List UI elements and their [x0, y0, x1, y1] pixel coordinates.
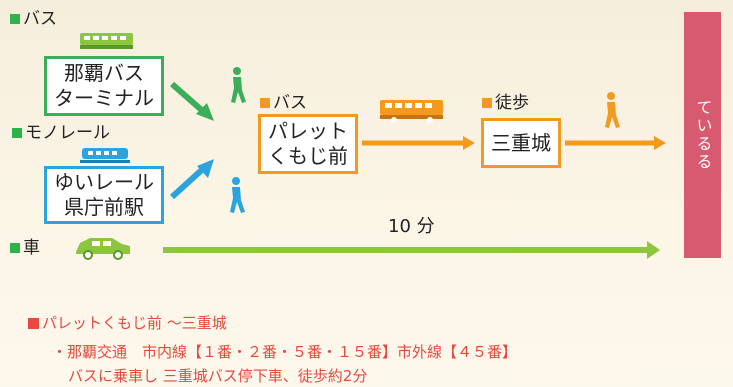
walker-icon	[605, 92, 620, 128]
monorail-station-line2: 県庁前駅	[64, 195, 144, 219]
monorail-station-line1: ゆいレール	[54, 170, 154, 194]
diagonal-arrow-green	[170, 81, 214, 121]
destination-text: 三重城	[491, 130, 551, 155]
walk-step-label: 徒歩	[482, 93, 529, 113]
red-square-icon	[28, 318, 39, 329]
notes-heading-text: パレットくもじ前 〜三重城	[42, 314, 227, 332]
orange-square-icon	[482, 98, 492, 108]
green-bus-icon	[80, 33, 133, 49]
monorail-station-box: ゆいレール 県庁前駅	[44, 166, 164, 224]
bus-stop-line2: くもじ前	[268, 144, 348, 168]
blue-monorail-icon	[80, 148, 130, 163]
bus-legend-label: バス	[23, 9, 57, 29]
car-legend: 車	[10, 238, 40, 258]
side-banner: ているる	[684, 12, 721, 258]
bus-terminal-line1: 那覇バス	[64, 61, 144, 85]
walker-icon	[230, 177, 245, 213]
notes-line2: バスに乗車し 三重城バス停下車、徒歩約2分	[68, 367, 368, 385]
bus-terminal-line2: ターミナル	[54, 86, 154, 110]
monorail-legend-label: モノレール	[25, 123, 110, 143]
orange-bus-icon	[380, 100, 443, 123]
arrow-icon	[163, 241, 660, 259]
destination-box: 三重城	[481, 118, 561, 168]
diagonal-arrow-blue	[169, 159, 214, 200]
bus-stop-line1: パレット	[268, 119, 348, 143]
bus-terminal-box: 那覇バス ターミナル	[44, 56, 164, 116]
walk-step-text: 徒歩	[495, 93, 529, 113]
bus-step-label: バス	[260, 93, 307, 113]
orange-square-icon	[260, 98, 270, 108]
bus-stop-box: パレット くもじ前	[258, 114, 358, 174]
car-time: 10 分	[388, 216, 435, 237]
notes-line1: ・那覇交通 市内線【１番・２番・５番・１５番】市外線【４５番】	[52, 343, 518, 361]
car-legend-label: 車	[23, 238, 40, 258]
bus-legend: バス	[10, 9, 57, 29]
monorail-legend: モノレール	[12, 123, 110, 143]
green-square-icon	[12, 128, 22, 138]
notes-heading: パレットくもじ前 〜三重城	[28, 312, 227, 333]
arrow-icon	[565, 136, 666, 150]
car-icon	[76, 238, 130, 260]
arrow-icon	[362, 136, 475, 150]
bus-step-text: バス	[273, 93, 307, 113]
green-square-icon	[10, 14, 20, 24]
green-square-icon	[10, 243, 20, 253]
walker-icon	[231, 67, 246, 103]
